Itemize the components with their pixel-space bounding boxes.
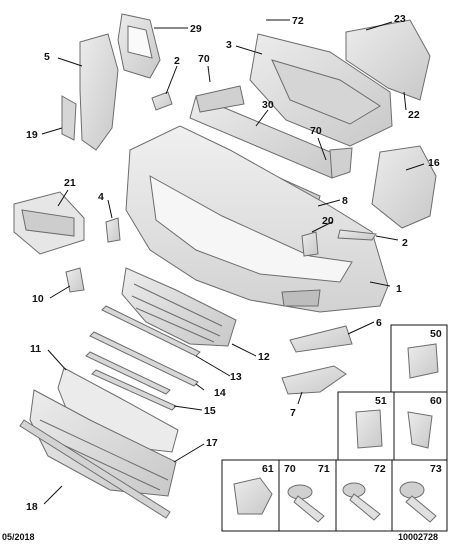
inset-label-61: 61 (262, 463, 274, 475)
callout-29: 29 (190, 23, 202, 35)
callout-8: 8 (342, 195, 348, 207)
callout-19: 19 (26, 129, 38, 141)
part-clip-strip (337, 229, 377, 241)
callout-72: 72 (292, 15, 304, 27)
part-clip-upper (151, 91, 173, 111)
callout-20: 20 (322, 215, 334, 227)
callout-11: 11 (30, 343, 41, 355)
callout-18: 18 (26, 501, 38, 513)
footer-date: 05/2018 (2, 532, 35, 542)
callout-13: 13 (230, 371, 242, 383)
part-clip-kit (13, 191, 85, 255)
part-upper-trim (345, 19, 431, 101)
callout-70-upper: 70 (198, 53, 210, 65)
part-side-deflector (61, 33, 119, 151)
inset-part-70-71-bolt (287, 484, 325, 523)
inset-label-60: 60 (430, 395, 442, 407)
part-trim-strips (85, 305, 201, 411)
callout-22: 22 (408, 109, 420, 121)
callout-1: 1 (396, 283, 402, 295)
inset-label-70: 70 (284, 463, 296, 475)
part-bumper-cover (125, 125, 389, 313)
callout-15: 15 (204, 405, 216, 417)
callout-7: 7 (290, 407, 296, 419)
inset-label-50: 50 (430, 328, 442, 340)
callout-30: 30 (262, 99, 274, 111)
callout-6: 6 (376, 317, 382, 329)
callout-70-lower: 70 (310, 125, 322, 137)
inset-label-72: 72 (374, 463, 386, 475)
callout-17: 17 (206, 437, 218, 449)
part-clip-left (105, 217, 121, 243)
part-bracket-lower (289, 325, 353, 353)
part-lower-strip (19, 419, 171, 519)
inset-labels: 50 51 60 61 70 71 72 73 (262, 328, 442, 475)
part-air-duct-frame (117, 13, 161, 79)
inset-part-51 (355, 409, 383, 449)
callout-14: 14 (214, 387, 226, 399)
callout-21: 21 (64, 177, 76, 189)
inset-part-50 (407, 343, 439, 379)
leader-lines (41, 19, 425, 505)
callout-4: 4 (98, 191, 104, 203)
part-grille-upper (121, 267, 237, 347)
callout-2-upper: 2 (174, 55, 180, 67)
fastener-inset-grid (221, 324, 448, 532)
inset-part-73-bolt (399, 481, 437, 523)
inset-part-72-bolt (342, 482, 381, 521)
part-bracket (65, 267, 85, 293)
callout-12: 12 (258, 351, 270, 363)
callout-23: 23 (394, 13, 406, 25)
part-absorber-beam (249, 33, 393, 147)
inset-part-61 (233, 477, 273, 515)
inset-part-60 (407, 411, 433, 449)
callout-5: 5 (44, 51, 50, 63)
footer-reference: 10002728 (398, 532, 439, 542)
inset-label-71: 71 (318, 463, 330, 475)
inset-strip-bottom (221, 459, 448, 532)
callout-numbers: 29 5 19 2 3 70 72 23 22 30 70 16 8 20 2 … (26, 13, 440, 513)
callout-16: 16 (428, 157, 440, 169)
part-plug (301, 231, 319, 257)
part-side-bracket (371, 145, 437, 229)
inset-label-73: 73 (430, 463, 442, 475)
callout-10: 10 (32, 293, 44, 305)
callout-3: 3 (226, 39, 232, 51)
part-fog-lamp-bezel (281, 365, 347, 395)
inset-label-51: 51 (375, 395, 387, 407)
callout-2-right: 2 (402, 237, 408, 249)
part-reinforcement-bar (189, 85, 353, 179)
